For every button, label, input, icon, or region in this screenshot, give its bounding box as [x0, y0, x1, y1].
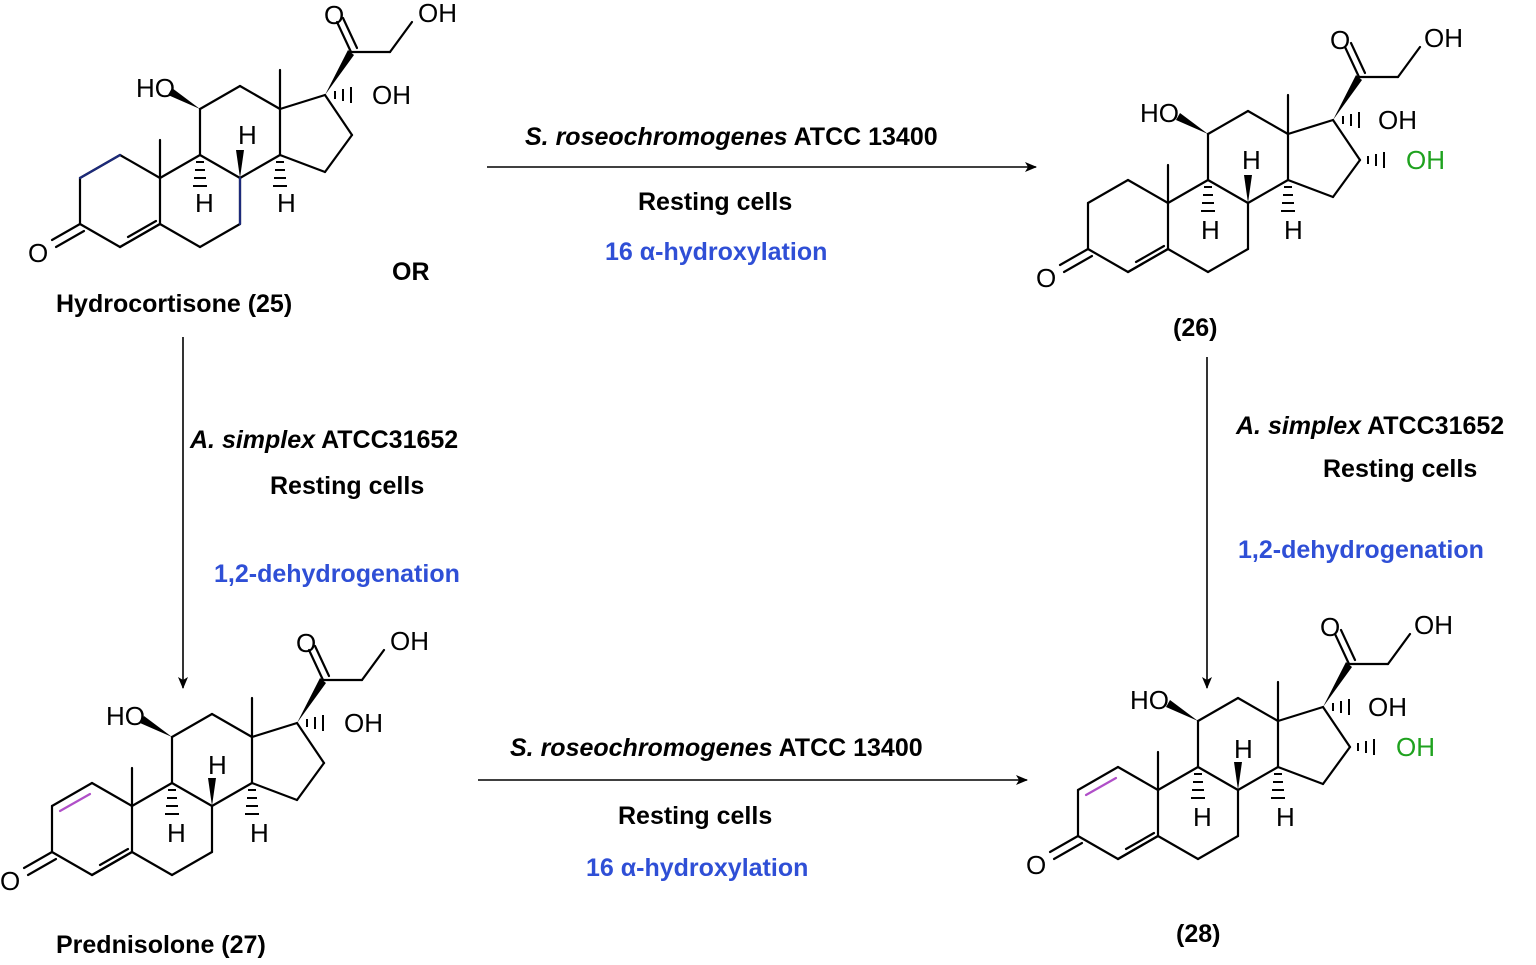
- conditions-left: A. simplex ATCC31652 Resting cells 1,2-d…: [189, 426, 460, 588]
- svg-text:H: H: [1276, 802, 1295, 832]
- svg-text:O: O: [296, 628, 316, 658]
- svg-text:H: H: [208, 750, 227, 780]
- svg-text:OH: OH: [390, 626, 429, 656]
- svg-text:OH: OH: [1414, 610, 1453, 640]
- svg-text:HO: HO: [106, 701, 145, 731]
- compound-25: O HO H H H O OH OH: [28, 0, 457, 268]
- svg-text:H: H: [277, 188, 296, 218]
- or-label: OR: [392, 258, 430, 286]
- compound-27: O HO H H H O OH OH: [0, 626, 429, 896]
- svg-text:16 α-hydroxylation: 16 α-hydroxylation: [586, 854, 808, 882]
- svg-text:H: H: [1193, 802, 1212, 832]
- svg-text:Resting cells: Resting cells: [270, 472, 424, 500]
- svg-text:HO: HO: [1130, 685, 1169, 715]
- conditions-right: A. simplex ATCC31652 Resting cells 1,2-d…: [1235, 412, 1504, 564]
- svg-text:OH: OH: [1424, 23, 1463, 53]
- svg-text:S. roseochromogenes ATCC 13400: S. roseochromogenes ATCC 13400: [525, 123, 938, 151]
- svg-text:H: H: [195, 188, 214, 218]
- new-16-hydroxyl: OH: [1396, 732, 1435, 762]
- svg-text:O: O: [324, 0, 344, 30]
- svg-text:H: H: [167, 818, 186, 848]
- svg-text:OH: OH: [372, 80, 411, 110]
- new-16-hydroxyl: OH: [1406, 145, 1445, 175]
- svg-text:O: O: [1036, 263, 1056, 293]
- svg-text:H: H: [250, 818, 269, 848]
- svg-text:Resting cells: Resting cells: [618, 802, 772, 830]
- svg-text:O: O: [1320, 612, 1340, 642]
- svg-text:S. roseochromogenes ATCC 13400: S. roseochromogenes ATCC 13400: [510, 734, 923, 762]
- svg-text:1,2-dehydrogenation: 1,2-dehydrogenation: [214, 560, 460, 588]
- svg-text:1,2-dehydrogenation: 1,2-dehydrogenation: [1238, 536, 1484, 564]
- svg-text:OH: OH: [1378, 105, 1417, 135]
- svg-text:O: O: [28, 238, 48, 268]
- compound-28-name: (28): [1176, 920, 1220, 948]
- svg-text:H: H: [1242, 145, 1261, 175]
- svg-text:HO: HO: [1140, 98, 1179, 128]
- svg-text:Resting cells: Resting cells: [1323, 455, 1477, 483]
- svg-text:A. simplex ATCC31652: A. simplex ATCC31652: [1235, 412, 1504, 440]
- compound-25-name: Hydrocortisone (25): [56, 290, 292, 318]
- svg-text:O: O: [1026, 850, 1046, 880]
- svg-text:OH: OH: [1368, 692, 1407, 722]
- compound-27-name: Prednisolone (27): [56, 931, 266, 959]
- svg-text:HO: HO: [136, 73, 175, 103]
- compound-28: O HO H H H O OH OH OH: [1026, 610, 1453, 880]
- svg-text:H: H: [238, 120, 257, 150]
- conditions-bottom: S. roseochromogenes ATCC 13400 Resting c…: [510, 734, 923, 882]
- svg-text:OH: OH: [418, 0, 457, 28]
- svg-text:H: H: [1234, 734, 1253, 764]
- svg-text:O: O: [0, 866, 20, 896]
- svg-text:OH: OH: [344, 708, 383, 738]
- compound-26: O HO H H H O OH OH OH: [1036, 23, 1463, 293]
- conditions-top: S. roseochromogenes ATCC 13400 Resting c…: [525, 123, 938, 266]
- svg-text:H: H: [1201, 215, 1220, 245]
- svg-text:A. simplex ATCC31652: A. simplex ATCC31652: [189, 426, 458, 454]
- svg-text:H: H: [1284, 215, 1303, 245]
- svg-text:16 α-hydroxylation: 16 α-hydroxylation: [605, 238, 827, 266]
- svg-text:Resting cells: Resting cells: [638, 188, 792, 216]
- svg-text:O: O: [1330, 25, 1350, 55]
- compound-26-name: (26): [1173, 314, 1217, 342]
